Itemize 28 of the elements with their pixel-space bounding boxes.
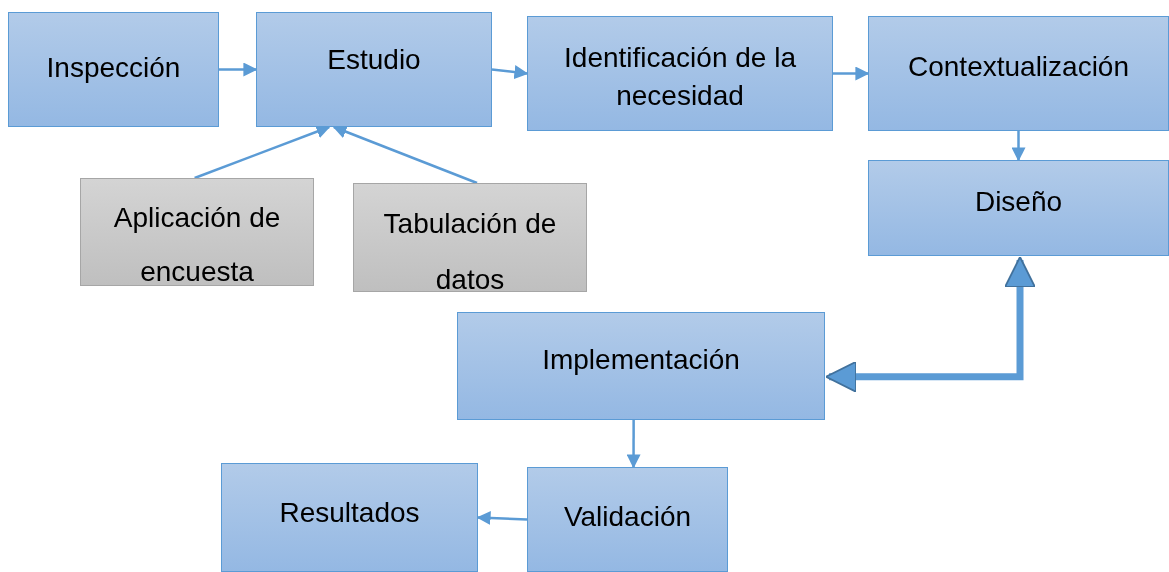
process-box <box>527 16 833 131</box>
box-label: Implementación <box>541 343 741 377</box>
arrow <box>332 125 478 185</box>
box-label: Inspección <box>45 51 182 85</box>
process-box <box>868 16 1169 131</box>
box-label: Aplicación de encuesta <box>112 201 282 289</box>
process-box <box>868 160 1169 256</box>
box-label: Tabulación de datos <box>382 207 558 297</box>
arrow <box>219 62 258 77</box>
box-label: Resultados <box>278 496 421 530</box>
process-box <box>256 12 492 127</box>
box-label: Estudio <box>326 43 422 77</box>
process-box <box>80 178 314 286</box>
process-box <box>8 12 219 127</box>
process-box <box>221 463 478 572</box>
block-arrow <box>825 256 1036 393</box>
arrow <box>626 420 641 469</box>
process-box <box>353 183 587 292</box>
arrow <box>1011 131 1026 162</box>
arrow <box>491 65 529 79</box>
box-label: Validación <box>562 500 693 534</box>
process-box <box>457 312 825 420</box>
box-label: Diseño <box>973 185 1064 219</box>
arrow <box>476 511 528 525</box>
box-label: Identificación de la necesidad <box>563 41 797 113</box>
process-box <box>527 467 728 572</box>
arrow <box>833 66 870 81</box>
box-label: Contextualización <box>907 50 1130 84</box>
